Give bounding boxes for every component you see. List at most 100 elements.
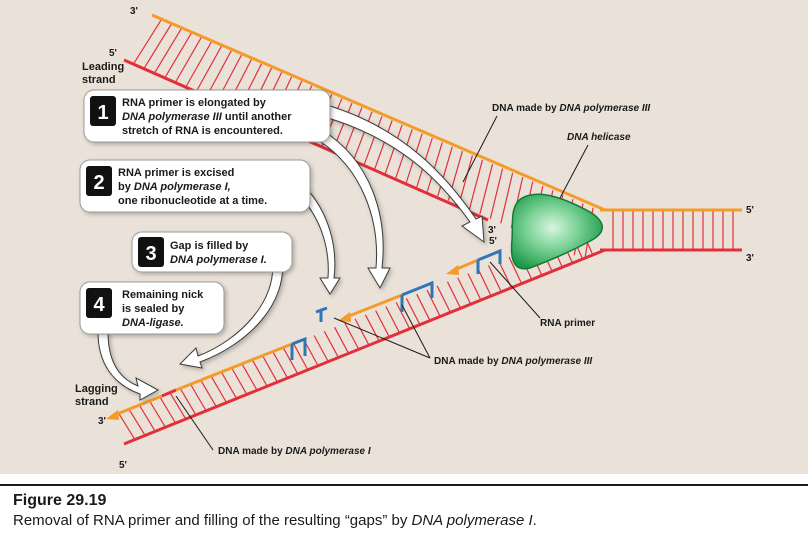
step5-arrow <box>97 331 160 401</box>
base-pair-rung <box>334 326 350 354</box>
step-box-3: 3 Gap is filled by DNA polymerase I. <box>131 231 293 273</box>
caption-text: Removal of RNA primer and filling of the… <box>13 512 537 529</box>
caption-text-plain: Removal of RNA primer and filling of the… <box>13 512 412 529</box>
dna-pol1-segment <box>161 388 177 398</box>
label-pointers <box>175 115 589 451</box>
step-2-line-2: by DNA polymerase I, <box>118 181 231 193</box>
base-pair-rung <box>479 164 494 215</box>
base-pair-rung <box>195 46 222 92</box>
step-box-4: 4 Remaining nick is sealed by DNA-ligase… <box>79 281 225 335</box>
base-pair-rung <box>128 409 146 437</box>
base-pair-rung <box>342 107 363 156</box>
base-pair-rung <box>206 50 232 97</box>
base-pair-rung <box>139 405 156 433</box>
okazaki-fragment <box>343 293 403 320</box>
step4-arrow <box>178 257 284 369</box>
step-number: 3 <box>145 243 156 265</box>
base-pair-rung <box>468 159 484 210</box>
base-pair-rung <box>174 37 202 83</box>
base-pair-rung <box>210 376 228 404</box>
base-pair-rung <box>153 28 182 74</box>
step-number: 2 <box>93 172 104 194</box>
base-pair-rung <box>395 302 411 330</box>
base-pair-rung <box>446 281 462 309</box>
leading-strand-label-line2: strand <box>82 74 116 86</box>
step-number-badge <box>86 288 112 318</box>
base-pair-rung <box>363 115 383 165</box>
base-pair-rung <box>477 269 492 297</box>
rna-primer-label: RNA primer <box>540 318 595 329</box>
pol3-top-label: DNA made by DNA polymerase III <box>492 103 650 114</box>
base-pair-rung <box>231 368 248 396</box>
step3-arrow <box>299 187 341 295</box>
step-box-4-bg <box>79 281 225 335</box>
base-pair-rung <box>489 168 504 219</box>
fragment-arrowhead <box>446 265 459 275</box>
step-2-line-2-italic: DNA polymerase I, <box>134 181 231 193</box>
step-box-2-bg <box>79 159 311 213</box>
base-pair-rung <box>384 124 403 174</box>
rna-primer-segment <box>315 306 328 322</box>
parental-base-pairs <box>612 210 734 250</box>
base-pair-rung <box>426 142 443 192</box>
base-pair-rung <box>190 384 207 412</box>
lagging-strand-arm <box>106 227 606 446</box>
base-pair-rung <box>353 111 373 160</box>
base-pair-rung <box>436 285 452 313</box>
base-pair-rung <box>272 351 289 379</box>
step-3-line-2: DNA polymerase I. <box>170 254 267 266</box>
base-pair-rung <box>293 343 309 371</box>
step2-arrow <box>317 129 391 290</box>
fork-3prime-label: 3' <box>488 225 496 236</box>
pol3-top-label-italic: DNA polymerase III <box>559 103 650 114</box>
base-pair-rung <box>221 372 238 400</box>
okazaki-fragment <box>175 342 293 392</box>
base-pair-rung <box>375 310 390 338</box>
figure-caption: Figure 29.19 Removal of RNA primer and f… <box>0 474 808 536</box>
pol3-top-pointer <box>462 115 498 183</box>
base-pair-rung <box>344 322 360 350</box>
base-pair-rung <box>458 155 473 206</box>
base-pair-rung <box>364 314 380 342</box>
step-box-2: 2 RNA primer is excised by DNA polymeras… <box>79 159 311 213</box>
base-pair-rung <box>313 335 329 363</box>
base-pair-rung <box>385 306 401 334</box>
pol3-bottom-pointer-b <box>401 304 431 359</box>
okazaki-fragment <box>111 394 163 418</box>
lagging-strand-label-line1: Lagging <box>75 383 118 395</box>
step-1-line-3: stretch of RNA is encountered. <box>122 125 283 137</box>
base-pair-rung <box>426 289 441 317</box>
base-pair-rung <box>437 146 453 197</box>
step-4-line-3: DNA-ligase. <box>122 317 184 329</box>
rna-primer-segment <box>476 248 502 274</box>
base-pair-rung <box>262 355 279 383</box>
pol3-top-label-plain: DNA made by <box>492 103 559 114</box>
base-pair-rung <box>354 318 370 346</box>
top-5prime-label: 5' <box>109 48 117 59</box>
dna-replication-diagram: 3' 5' Leading strand 5' 3' 3' 5' Lagging… <box>0 0 808 474</box>
base-pair-rung <box>180 388 197 416</box>
base-pair-rung <box>169 392 187 420</box>
step-1-line-2-italic: DNA polymerase III <box>122 111 223 123</box>
dna-helicase-label: DNA helicase <box>567 132 631 143</box>
base-pair-rung <box>132 19 162 65</box>
pol1-label-plain: DNA made by <box>218 446 285 457</box>
right-5prime-label: 5' <box>746 205 754 216</box>
base-pair-rung <box>149 401 167 428</box>
base-pair-rung <box>508 256 523 285</box>
caption-text-end: . <box>532 512 537 529</box>
base-pair-rung <box>200 380 218 408</box>
pol1-pointer <box>175 395 214 451</box>
base-pair-rung <box>500 172 514 224</box>
okazaki-fragments <box>106 248 502 420</box>
step1-arrow <box>327 105 485 244</box>
base-pair-rung <box>405 298 421 326</box>
top-3prime-label: 3' <box>130 6 138 17</box>
bottom-5prime-label: 5' <box>119 460 127 471</box>
rna-primer-segment <box>290 336 307 360</box>
step-1-line-2: DNA polymerase III until another <box>122 111 292 123</box>
pol3-bottom-pointer-a <box>333 317 431 359</box>
step-2-line-3: one ribonucleotide at a time. <box>118 195 267 207</box>
leading-template-strand <box>151 13 606 212</box>
caption-divider <box>0 484 808 486</box>
